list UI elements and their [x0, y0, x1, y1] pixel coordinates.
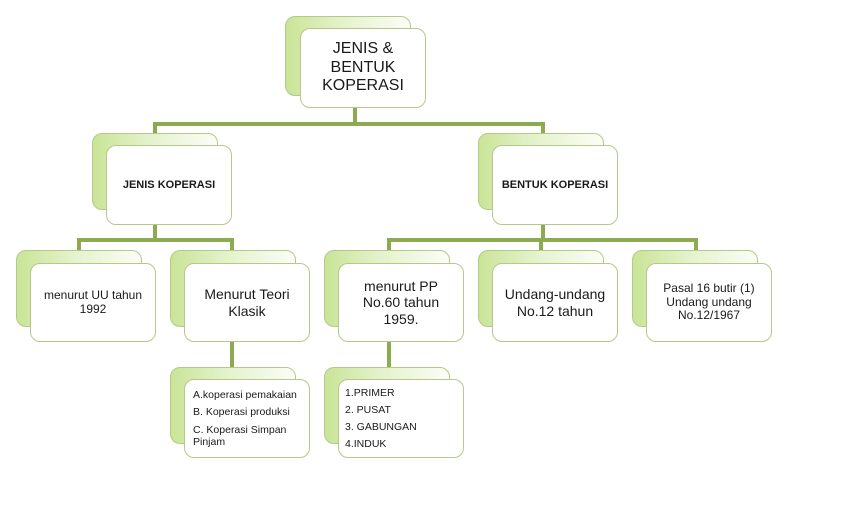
- pp60-label: menurut PP No.60 tahun 1959.: [338, 263, 464, 342]
- uu12-label: Undang-undang No.12 tahun: [492, 263, 618, 342]
- list-item: B. Koperasi produksi: [193, 406, 290, 419]
- pp60-list: 1.PRIMER 2. PUSAT 3. GABUNGAN 4.INDUK: [338, 379, 464, 458]
- jenis-koperasi-label: JENIS KOPERASI: [106, 145, 232, 225]
- uu-1992-label: menurut UU tahun 1992: [30, 263, 156, 342]
- teori-klasik-list: A.koperasi pemakaian B. Koperasi produks…: [184, 379, 310, 458]
- list-item: C. Koperasi Simpan Pinjam: [193, 423, 287, 448]
- list-item: 3. GABUNGAN: [345, 421, 417, 433]
- bentuk-koperasi-label: BENTUK KOPERASI: [492, 145, 618, 225]
- list-item: 1.PRIMER: [345, 386, 395, 399]
- teori-klasik-label: Menurut Teori Klasik: [184, 263, 310, 342]
- list-item: 2. PUSAT: [345, 403, 391, 416]
- pasal16-label: Pasal 16 butir (1) Undang undang No.12/1…: [646, 263, 772, 342]
- root-label: JENIS & BENTUK KOPERASI: [300, 28, 426, 108]
- list-item: 4.INDUK: [345, 438, 387, 451]
- list-item: A.koperasi pemakaian: [193, 389, 297, 402]
